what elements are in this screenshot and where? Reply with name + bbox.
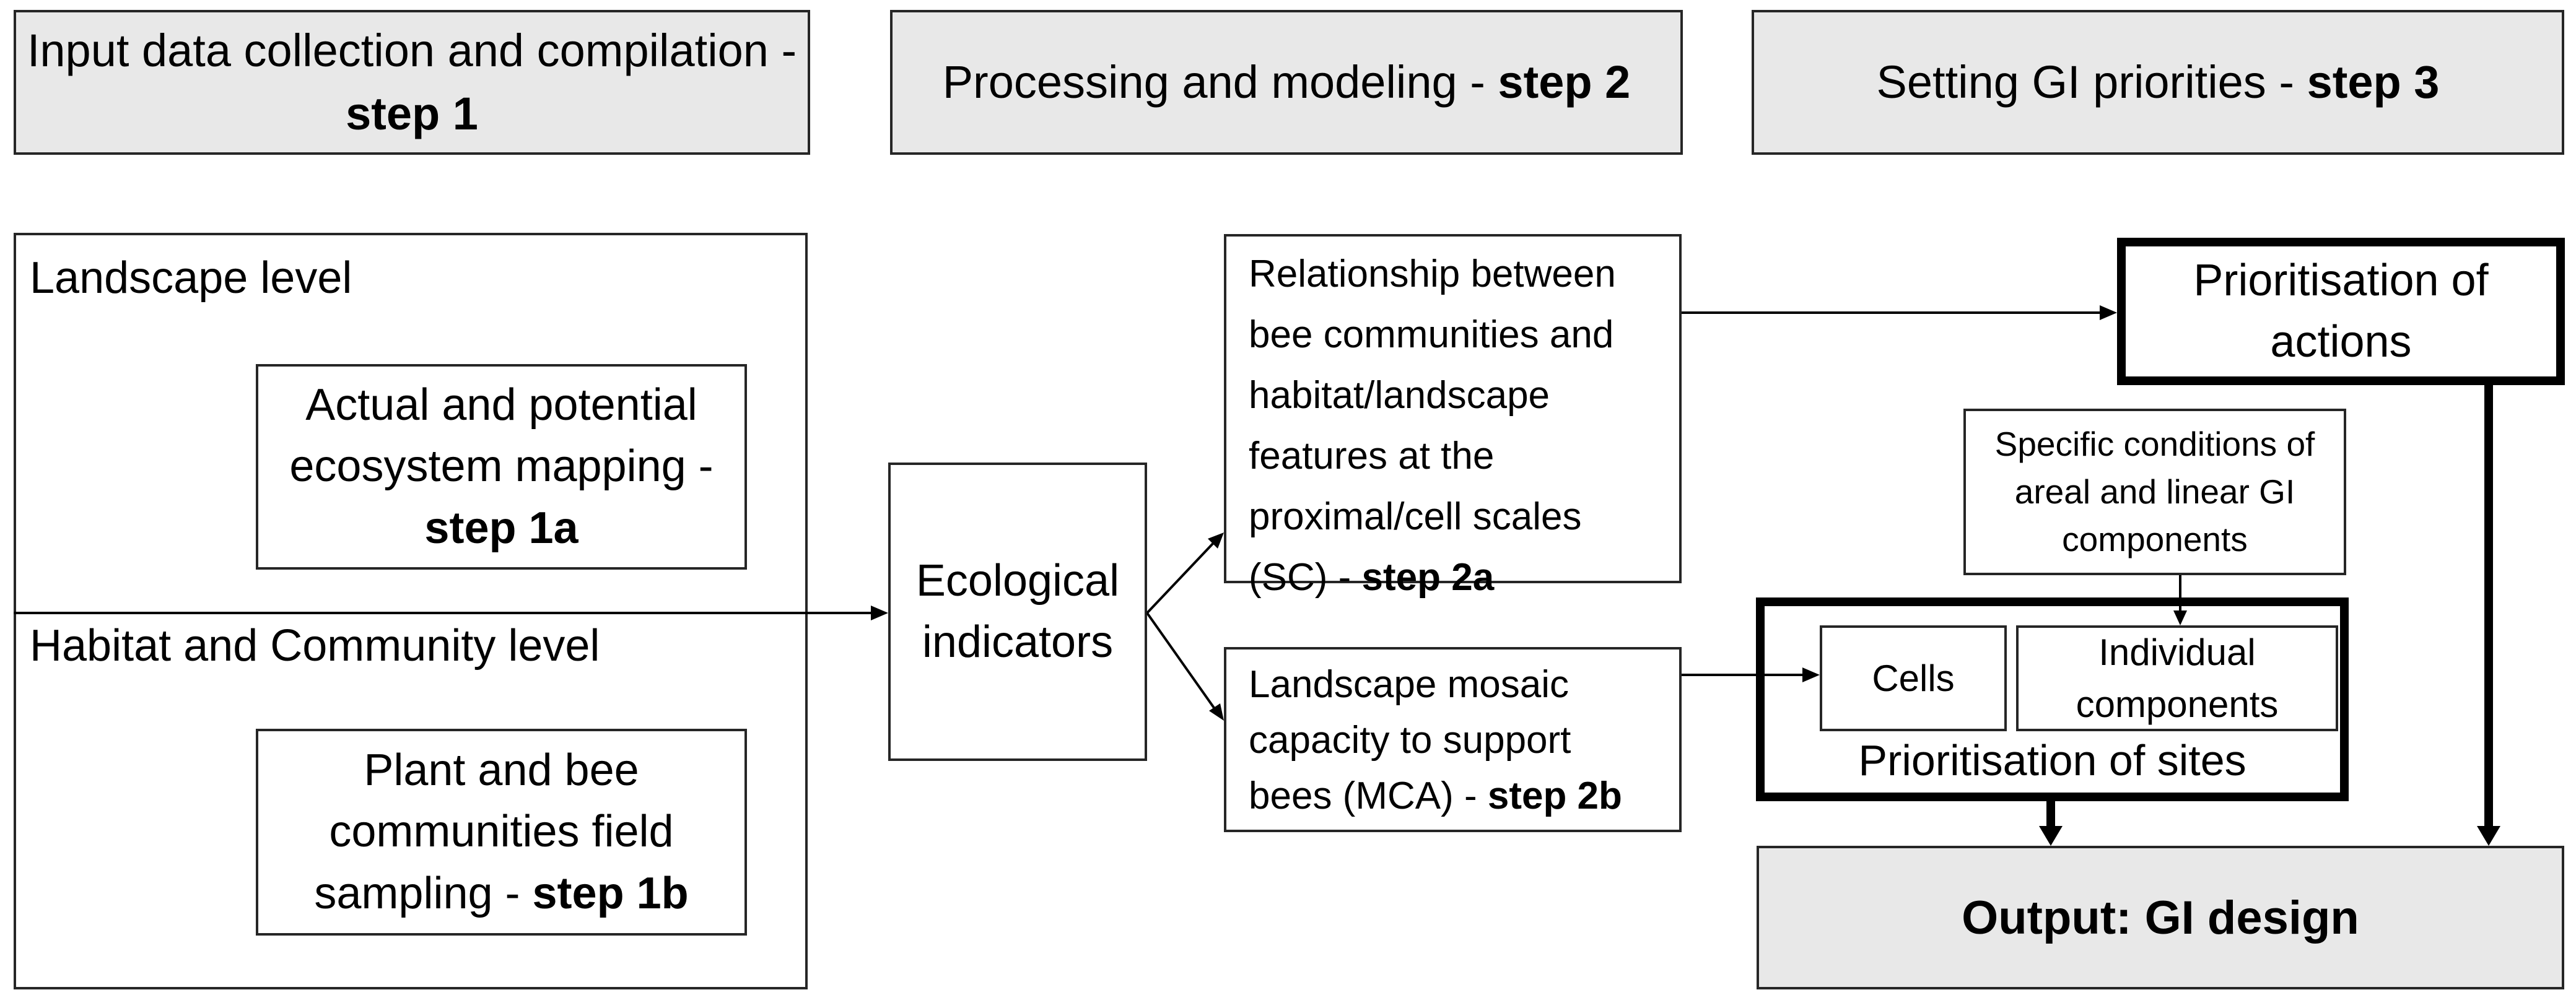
habitat-level-label: Habitat and Community level	[30, 621, 600, 671]
header-step-1-bold: step 1	[346, 88, 478, 139]
step-1a-text: Actual and potential ecosystem mapping -	[289, 380, 714, 492]
ecological-indicators-label: Ecological indicators	[915, 555, 1120, 667]
output-box: Output: GI design	[1757, 846, 2564, 989]
specific-conditions-label: Specific conditions of areal and linear …	[1994, 425, 2315, 558]
header-step-3: Setting GI priorities - step 3	[1752, 10, 2564, 155]
header-step-1: Input data collection and compilation - …	[14, 10, 810, 155]
individual-components-label: Individual components	[2076, 631, 2279, 725]
cells-box: Cells	[1820, 625, 2007, 731]
step-2b-text: Landscape mosaic capacity to support bee…	[1249, 663, 1571, 817]
step-1b-text: Plant and bee communities field sampling…	[314, 745, 674, 918]
prioritisation-actions-label: Prioritisation of actions	[2193, 255, 2489, 367]
step-1a-box: Actual and potential ecosystem mapping -…	[256, 364, 747, 570]
step-2a-bold: step 2a	[1361, 555, 1495, 599]
landscape-level-label: Landscape level	[30, 253, 352, 303]
header-step-2: Processing and modeling - step 2	[890, 10, 1683, 155]
output-label: Output: GI design	[1962, 891, 2359, 944]
header-step-3-bold: step 3	[2307, 56, 2440, 108]
ecological-indicators-box: Ecological indicators	[888, 463, 1147, 761]
step-1b-box: Plant and bee communities field sampling…	[256, 729, 747, 936]
step-2a-text: Relationship between bee communities and…	[1249, 253, 1616, 599]
individual-components-box: Individual components	[2016, 625, 2338, 731]
prioritisation-sites-label: Prioritisation of sites	[1858, 736, 2246, 784]
step-2b-bold: step 2b	[1487, 774, 1622, 817]
header-step-2-bold: step 2	[1498, 56, 1631, 108]
header-step-3-text: Setting GI priorities -	[1876, 56, 2307, 108]
arrow-indicators-to-step-2b	[1146, 612, 1216, 711]
step-1a-bold: step 1a	[424, 503, 579, 553]
arrow-indicators-to-step-2a	[1146, 541, 1215, 614]
step-2b-box: Landscape mosaic capacity to support bee…	[1224, 647, 1682, 832]
header-step-2-text: Processing and modeling -	[942, 56, 1498, 108]
prioritisation-actions-box: Prioritisation of actions	[2117, 238, 2565, 385]
header-step-1-text: Input data collection and compilation -	[27, 24, 797, 76]
step-2a-box: Relationship between bee communities and…	[1224, 234, 1682, 599]
step-1b-bold: step 1b	[532, 868, 689, 918]
cells-label: Cells	[1872, 658, 1955, 699]
specific-conditions-box: Specific conditions of areal and linear …	[1963, 409, 2346, 575]
